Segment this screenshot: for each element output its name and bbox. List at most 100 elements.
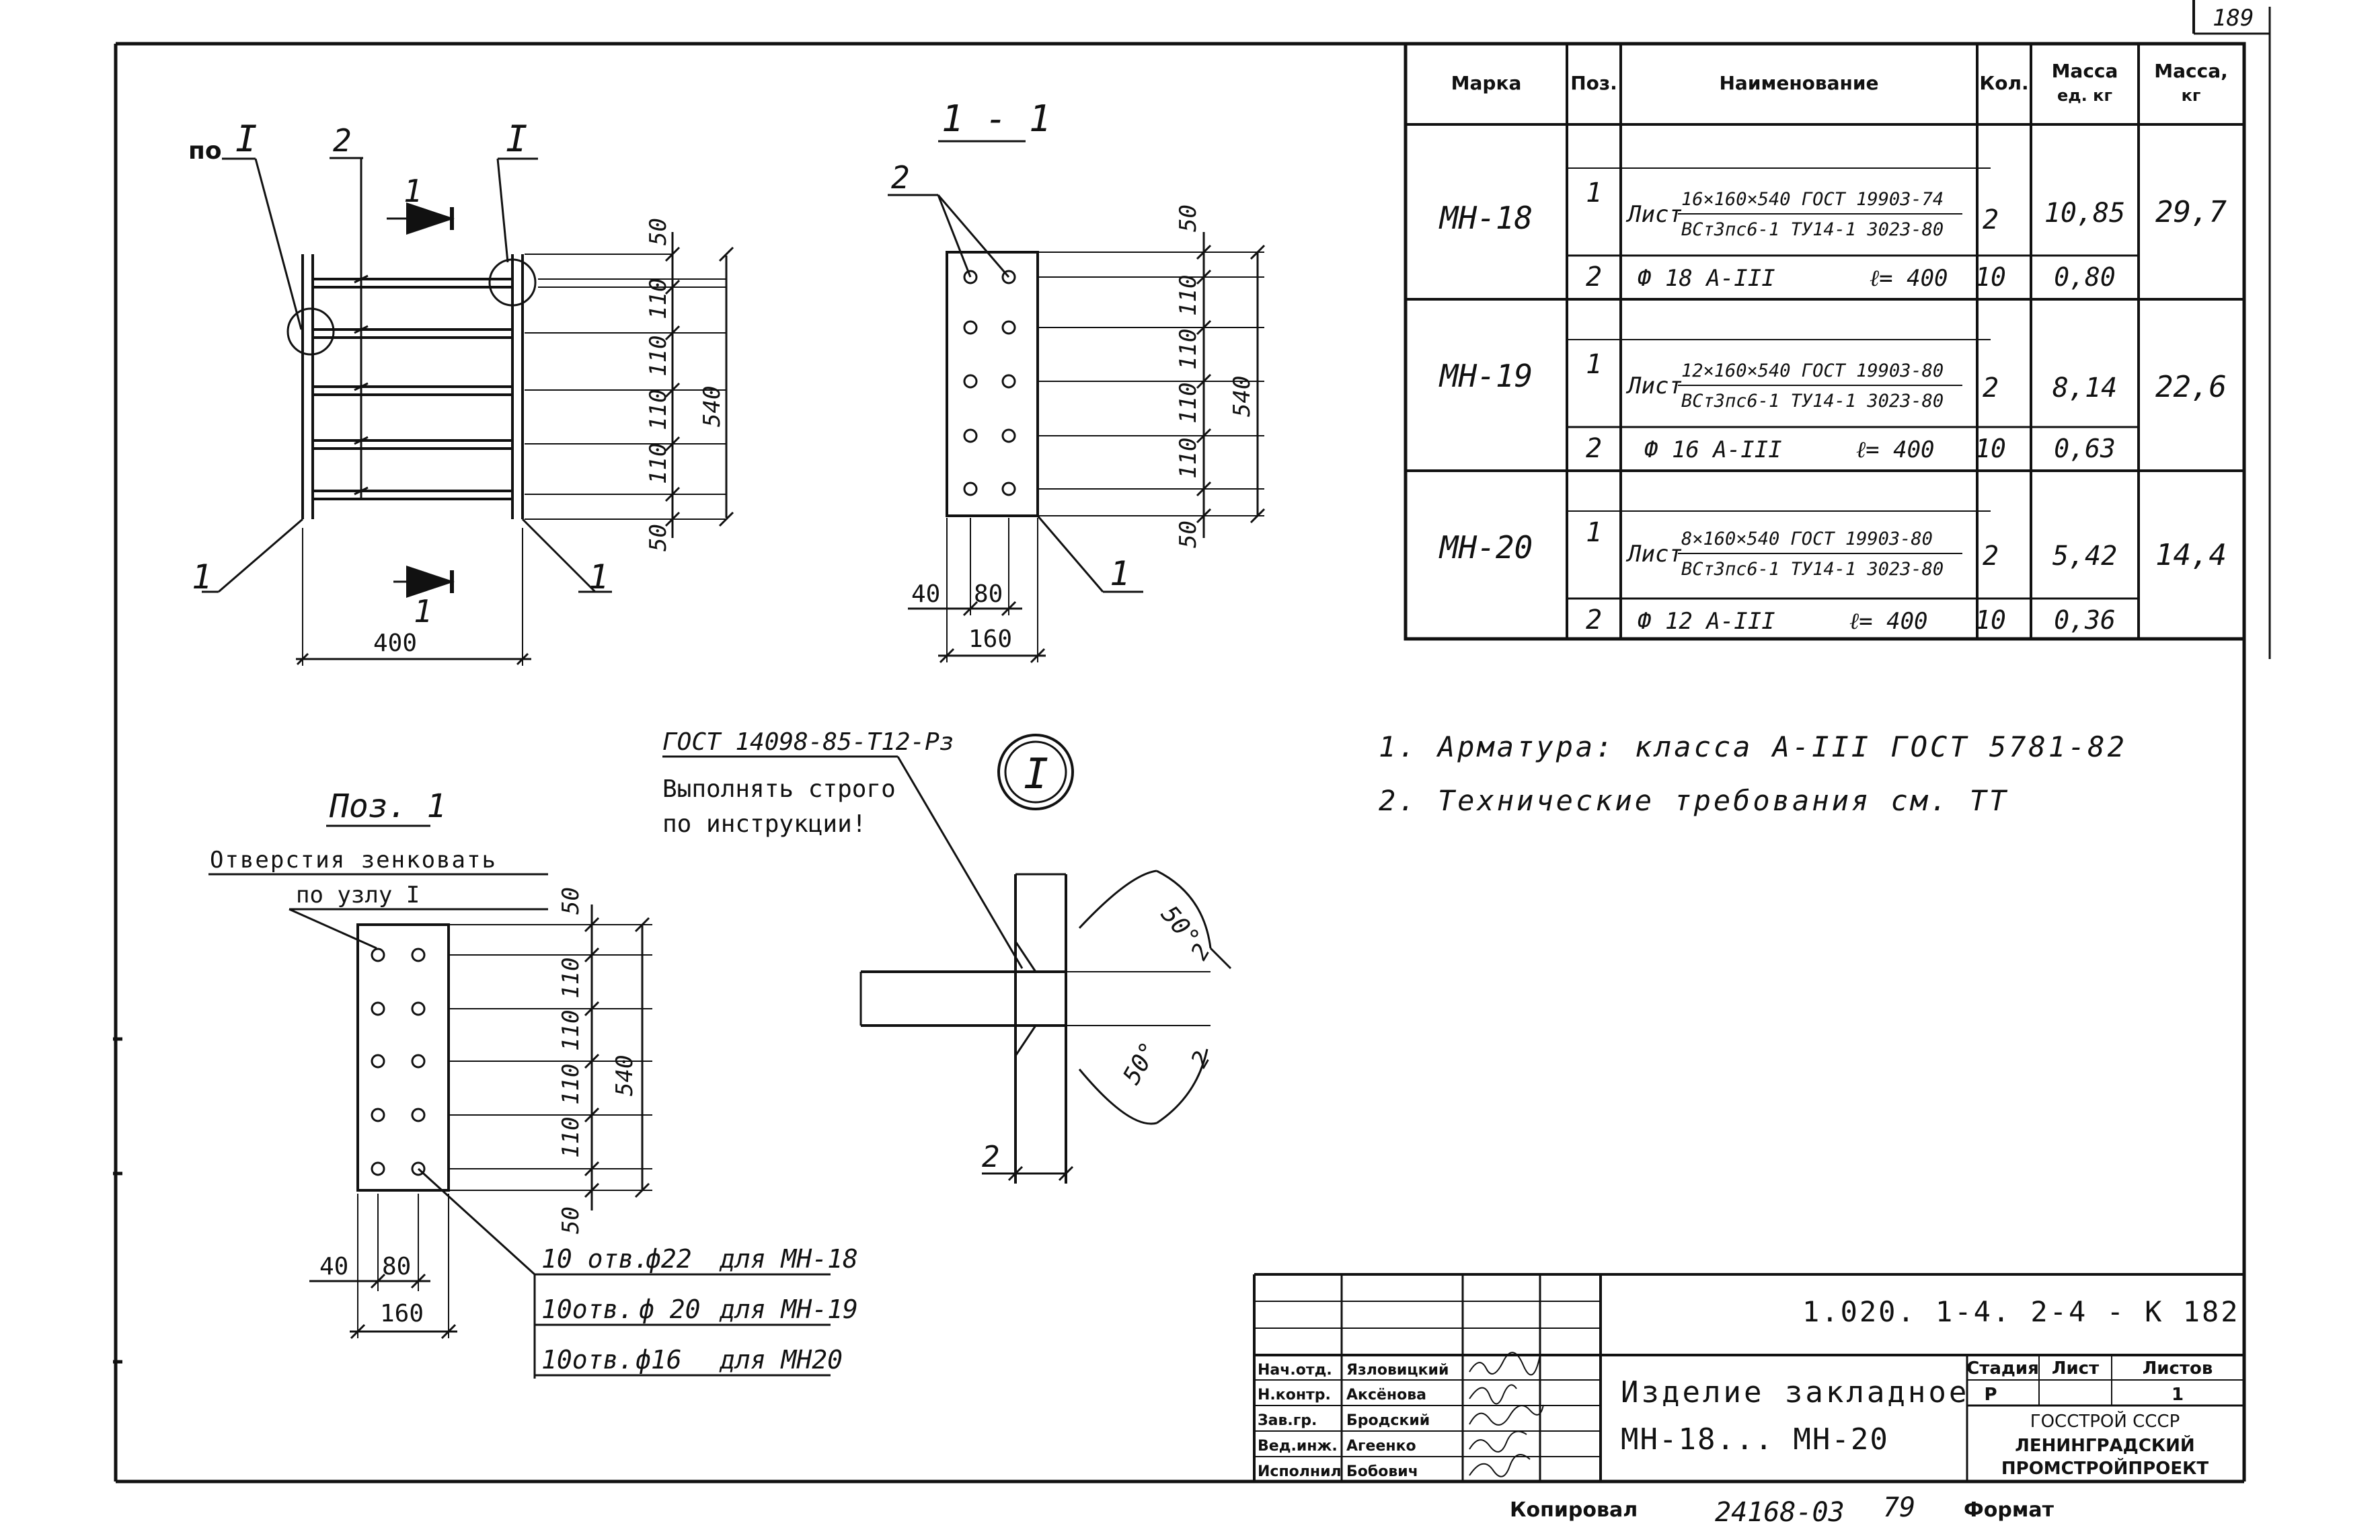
- header-pos: Поз.: [1570, 72, 1617, 94]
- row-name: Ф 12 А-III: [1638, 608, 1775, 635]
- plan-dim-3: 110: [645, 336, 672, 377]
- signatures: [1469, 1352, 1544, 1477]
- footer-page: 79: [1883, 1492, 1915, 1523]
- header-mass-1: Масса,: [2154, 60, 2227, 82]
- row-qty: 10: [1975, 434, 2006, 463]
- plan-section-mark-top: 1: [404, 173, 422, 209]
- hole-dia: ф 20: [639, 1295, 701, 1324]
- plan-dim-ticks: [664, 246, 734, 527]
- row-pos: 2: [1586, 433, 1602, 464]
- header-mass-unit-1: Масса: [2052, 60, 2118, 82]
- pos1-note-2: по узлу I: [296, 882, 420, 909]
- detail-pos-label: 2: [982, 1140, 1000, 1174]
- row-pos: 2: [1586, 262, 1602, 293]
- group-total: 14,4: [2155, 538, 2227, 572]
- spec-table: [1404, 42, 2246, 641]
- header-mark: Марка: [1451, 72, 1522, 94]
- pos1-title: Поз. 1: [329, 787, 446, 825]
- header-mass-unit-2: ед. кг: [2057, 86, 2112, 105]
- org-block: ГОССТРОЙ СССР ЛЕНИНГРАДСКИЙ ПРОМСТРОЙПРО…: [2001, 1410, 2209, 1479]
- header-qty: Кол.: [1979, 72, 2028, 94]
- plan-dim-total: 540: [699, 386, 726, 427]
- hole-dia: ф22: [646, 1244, 692, 1274]
- section-dim-total: 540: [1229, 376, 1256, 417]
- section-dim-1: 50: [1175, 204, 1202, 232]
- row-qty: 2: [1983, 373, 1999, 403]
- detail-gap-top: 2: [1186, 939, 1216, 965]
- row-pos: 1: [1586, 517, 1602, 548]
- title-line-2: МН-18... МН-20: [1621, 1422, 1889, 1457]
- header-mass-2: кг: [2182, 86, 2201, 105]
- detail-note-1: Выполнять строго: [662, 775, 896, 803]
- plan-callout-node: I: [235, 118, 258, 160]
- doc-code: 1.020. 1-4. 2-4 - К 182: [1802, 1295, 2240, 1328]
- role: Зав.гр.: [1258, 1412, 1317, 1429]
- plan-dim-1: 50: [645, 218, 672, 245]
- pos1-dim-2: 110: [558, 958, 584, 999]
- section-width: 160: [968, 625, 1012, 653]
- pos1-dim-1: 50: [558, 887, 584, 915]
- pos1-dim-5: 110: [558, 1117, 584, 1158]
- hole-for: для МН20: [719, 1345, 843, 1375]
- spec-table-body: МН-18 1 Лист 16×160×540 ГОСТ 19903-74 ВС…: [1438, 178, 2227, 636]
- row-mass: 10,85: [2044, 198, 2125, 229]
- row-name: Ф 16 А-III: [1644, 436, 1782, 463]
- detail-weld-code: ГОСТ 14098-85-Т12-Рз: [662, 728, 954, 756]
- hole-count: 10отв.: [541, 1295, 634, 1324]
- plan-section-mark-bottom: 1: [414, 593, 432, 629]
- hole-dia: ф16: [636, 1345, 682, 1375]
- header-name: Наименование: [1720, 72, 1879, 94]
- role: Исполнил: [1258, 1463, 1342, 1480]
- row-prefix: Лист: [1625, 541, 1683, 568]
- title-roles: Нач.отд. Н.контр. Зав.гр. Вед.инж. Испол…: [1258, 1362, 1342, 1480]
- plan-node-label: I: [506, 118, 528, 160]
- stage-label: Стадия: [1966, 1358, 2039, 1379]
- mark-mn19: МН-19: [1438, 358, 1533, 394]
- row-name-top: 12×160×540 ГОСТ 19903-80: [1681, 360, 1944, 381]
- pos1-width: 160: [380, 1300, 424, 1327]
- pos1-edge: 40: [319, 1253, 348, 1280]
- footer-copied: Копировал: [1510, 1498, 1638, 1522]
- person-name: Бобович: [1346, 1463, 1418, 1480]
- hole-count: 10 отв.: [541, 1244, 649, 1274]
- spec-table-header: Марка Поз. Наименование Кол. Масса ед. к…: [1451, 60, 2228, 105]
- sheets-value: 1: [2172, 1385, 2184, 1405]
- hole-count: 10отв.: [541, 1345, 634, 1375]
- section-view: 1 - 1: [888, 98, 1266, 664]
- section-edge: 40: [911, 580, 940, 608]
- footer: Копировал 24168-03 79 Формат: [1510, 1492, 2055, 1528]
- plan-dim-4: 110: [645, 389, 672, 430]
- plan-dim-5: 110: [645, 443, 672, 484]
- row-name: Ф 18 А-III: [1638, 265, 1775, 292]
- sheet-number: 189: [2213, 5, 2254, 32]
- pos1-dim-3: 110: [558, 1010, 584, 1051]
- row-length: ℓ= 400: [1870, 265, 1948, 292]
- group-total: 29,7: [2155, 195, 2227, 229]
- section-dim-6: 50: [1175, 521, 1202, 548]
- row-name-top: 8×160×540 ГОСТ 19903-80: [1681, 529, 1933, 549]
- pos1-note-1: Отверстия зенковать: [210, 847, 497, 874]
- section-dim-3: 110: [1175, 329, 1202, 370]
- pos1-dim-total: 540: [611, 1055, 638, 1096]
- section-pos1: 1: [1110, 554, 1130, 593]
- detail-node-symbol: I: [1024, 749, 1048, 798]
- section-dim-4: 110: [1175, 383, 1202, 424]
- person-name: Аксёнова: [1346, 1387, 1426, 1403]
- row-qty: 10: [1975, 262, 2006, 292]
- row-mass: 8,14: [2052, 373, 2117, 403]
- row-length: ℓ= 400: [1849, 608, 1928, 635]
- row-name-bottom: ВСт3пс6-1 ТУ14-1 3023-80: [1681, 391, 1944, 412]
- person-name: Агеенко: [1346, 1438, 1416, 1455]
- pos1-dim-6: 50: [558, 1206, 584, 1234]
- hole-for: для МН-18: [719, 1244, 858, 1274]
- role: Нач.отд.: [1258, 1362, 1332, 1379]
- row-name-bottom: ВСт3пс6-1 ТУ14-1 3023-80: [1681, 219, 1944, 240]
- row-pos: 2: [1586, 605, 1602, 636]
- row-qty: 2: [1983, 541, 1999, 572]
- section-pos2: 2: [891, 159, 910, 196]
- org-line-1: ГОССТРОЙ СССР: [2030, 1410, 2180, 1432]
- row-name-bottom: ВСт3пс6-1 ТУ14-1 3023-80: [1681, 559, 1944, 580]
- org-line-3: ПРОМСТРОЙПРОЕКТ: [2001, 1457, 2209, 1479]
- section-dim-2: 110: [1175, 275, 1202, 316]
- pos1-inner: 80: [382, 1253, 411, 1280]
